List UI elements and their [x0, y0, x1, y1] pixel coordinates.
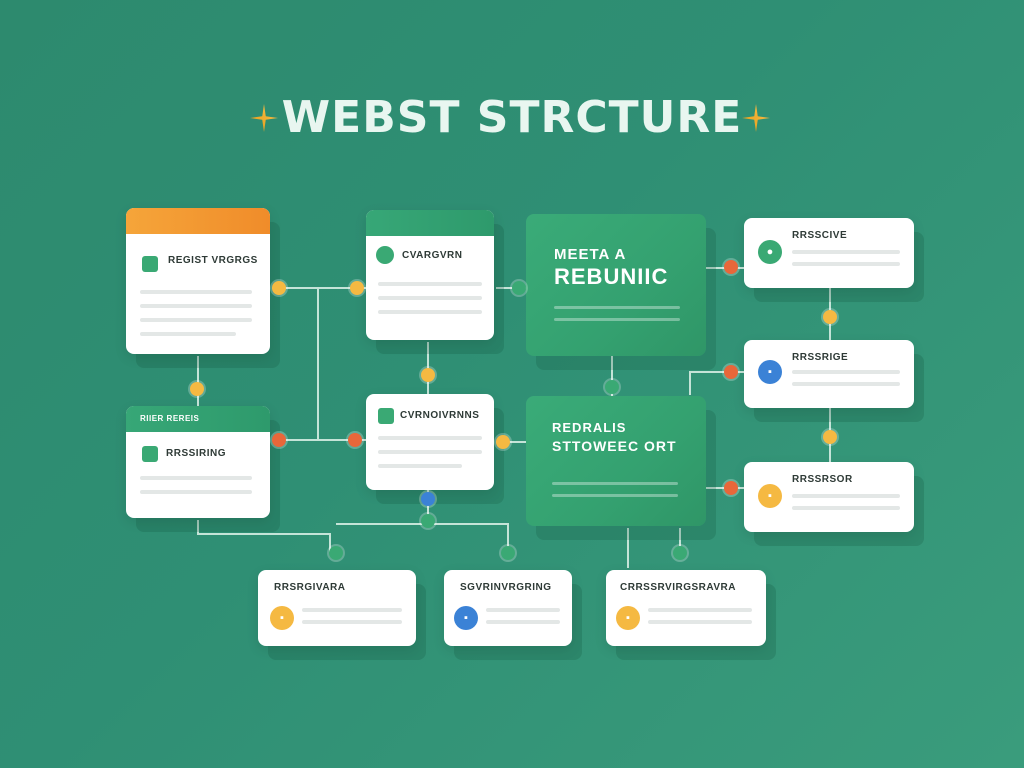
card-rrssiring[interactable]: RIIER REREIS RRSSIRING — [126, 406, 270, 518]
text-line — [378, 450, 482, 454]
panel-title-line2: REBUNIIC — [554, 264, 669, 289]
connector-dot — [496, 435, 510, 449]
connector-dot — [421, 492, 435, 506]
card-sgvrinvrgring[interactable]: SGVRINVRGRING ▪ — [444, 570, 572, 646]
diagram-title: WEBST STRCTURE — [281, 92, 743, 143]
card-bar-label: RIIER REREIS — [140, 414, 200, 423]
text-line — [792, 382, 900, 386]
text-line — [302, 608, 402, 612]
text-line — [792, 506, 900, 510]
connector-dot — [421, 514, 435, 528]
connector-dot — [501, 546, 515, 560]
card-crrssrvirgsrava[interactable]: CRRSSRVIRGSRAVRA ▪ — [606, 570, 766, 646]
card-header-bar — [126, 406, 270, 432]
connector-dot — [605, 380, 619, 394]
card-rrsrgivara[interactable]: RRSRGIVARA ▪ — [258, 570, 416, 646]
window-icon: ▪ — [454, 606, 478, 630]
connector-dot — [823, 430, 837, 444]
text-line — [792, 262, 900, 266]
connector-dot — [350, 281, 364, 295]
text-line — [378, 310, 482, 314]
text-line — [486, 620, 560, 624]
card-heading: REGIST VRGRGS — [168, 255, 258, 266]
text-line — [792, 250, 900, 254]
card-heading: RRSSCIVE — [792, 230, 848, 241]
panel-redralis-sttoweec[interactable]: REDRALIS STTOWEEC ORT — [526, 396, 706, 526]
connector-dot — [348, 433, 362, 447]
grid-icon — [142, 256, 158, 272]
connector-dot — [190, 382, 204, 396]
card-heading: RRSSRSOR — [792, 474, 853, 485]
panel-title-line1: MEETA A — [554, 246, 627, 263]
text-line — [378, 282, 482, 286]
text-line — [792, 494, 900, 498]
card-heading: CVARGVRN — [402, 250, 463, 261]
card-heading: CRRSSRVIRGSRAVRA — [620, 582, 736, 593]
panel-meeta-rebuniic[interactable]: MEETA A REBUNIIC — [526, 214, 706, 356]
text-line — [648, 620, 752, 624]
text-line — [792, 370, 900, 374]
card-heading: CVRNOIVRNNS — [400, 410, 480, 421]
text-line — [552, 482, 678, 485]
connector-dot — [272, 433, 286, 447]
text-line — [140, 490, 252, 494]
text-line — [140, 304, 252, 308]
folder-icon: ▪ — [270, 606, 294, 630]
connector-dot — [421, 368, 435, 382]
window-icon: ▪ — [758, 360, 782, 384]
text-line — [554, 318, 680, 321]
card-regist-vrgrgs[interactable]: REGIST VRGRGS — [126, 208, 270, 354]
folder-icon: ▪ — [616, 606, 640, 630]
panel-title-line2: STTOWEEC ORT — [552, 438, 677, 454]
text-line — [302, 620, 402, 624]
text-line — [648, 608, 752, 612]
text-line — [140, 318, 252, 322]
folder-icon: ▪ — [758, 484, 782, 508]
card-rrsscive[interactable]: ● RRSSCIVE — [744, 218, 914, 288]
card-cvargvrn[interactable]: CVARGVRN — [366, 210, 494, 340]
connector-dot — [823, 310, 837, 324]
text-line — [140, 476, 252, 480]
connector-dot — [724, 481, 738, 495]
square-icon — [378, 408, 394, 424]
connector-dot — [512, 281, 526, 295]
card-cvrnoivrnns[interactable]: CVRNOIVRNNS — [366, 394, 494, 490]
text-line — [378, 296, 482, 300]
square-icon — [142, 446, 158, 462]
chat-icon: ● — [758, 240, 782, 264]
card-header-bar — [126, 208, 270, 234]
card-rrssrige[interactable]: ▪ RRSSRIGE — [744, 340, 914, 408]
connector-dot — [329, 546, 343, 560]
text-line — [554, 306, 680, 309]
text-line — [378, 436, 482, 440]
card-heading: RRSRGIVARA — [274, 582, 346, 593]
text-line — [378, 464, 462, 468]
card-rrssrsor[interactable]: ▪ RRSSRSOR — [744, 462, 914, 532]
text-line — [552, 494, 678, 497]
connector-dot — [272, 281, 286, 295]
connector-dot — [724, 260, 738, 274]
card-heading: SGVRINVRGRING — [460, 582, 552, 593]
panel-title-line1: REDRALIS — [552, 420, 627, 435]
card-heading: RRSSIRING — [166, 448, 227, 459]
card-heading: RRSSRIGE — [792, 352, 849, 363]
connector-dot — [724, 365, 738, 379]
card-header-bar — [366, 210, 494, 236]
connector-dot — [673, 546, 687, 560]
circle-icon — [376, 246, 394, 264]
text-line — [140, 290, 252, 294]
text-line — [486, 608, 560, 612]
text-line — [140, 332, 236, 336]
